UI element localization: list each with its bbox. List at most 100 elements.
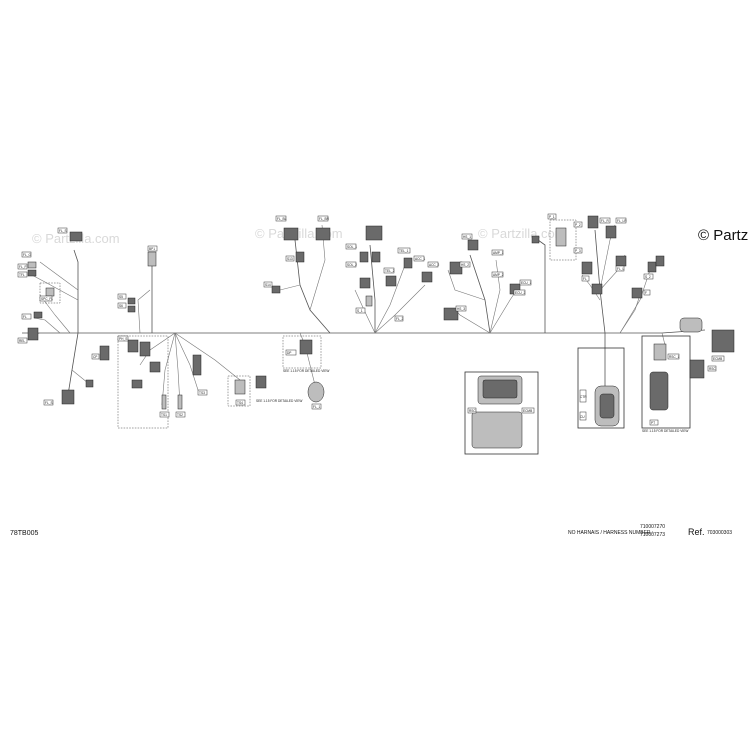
tag-sol-2 xyxy=(345,261,357,268)
tag-dp xyxy=(285,349,297,356)
tag-amp-1-label: AMP_1 xyxy=(493,251,504,255)
connector-rel xyxy=(27,327,39,341)
connector-center-top xyxy=(365,225,383,241)
branch-tel xyxy=(374,264,406,334)
tag-fl-br xyxy=(317,215,329,222)
tag-tel-2 xyxy=(383,267,395,274)
tag-fl-s-label: FL_S xyxy=(59,229,67,233)
connector-s13 xyxy=(295,251,305,263)
center-left-section: BP1 S5 S6 PH_S TS1 TS2 TS3 TS4 SEE 1.15 … xyxy=(117,245,302,429)
tag-s6 xyxy=(117,302,127,309)
connector-rsc-side xyxy=(689,359,705,379)
harness-number-1: 710007270 xyxy=(640,524,665,530)
connector-ctr-face xyxy=(599,393,615,419)
tag-fl-right-label: FL xyxy=(583,277,587,281)
tag-ts3-label: TS3 xyxy=(199,391,205,395)
connector-s2 xyxy=(647,261,657,273)
connector-hs-3 xyxy=(443,307,459,321)
right-section: FL_R FL_LR FL_L FL F S_2 CTR CU RSC_1 PT… xyxy=(577,215,735,433)
connector-s6 xyxy=(127,305,136,313)
tag-fl-l xyxy=(615,265,625,272)
branch-left-6 xyxy=(71,369,89,384)
tag-fl-s-bottom xyxy=(43,399,54,406)
center-right-section: HS_1 HS_2 HS_3 AMP_1 AMP_2 ECU_1 ECU_2 P… xyxy=(443,213,583,455)
tag-amp-1 xyxy=(491,249,504,256)
tag-s13-label: S13 xyxy=(287,257,293,261)
tag-ecmb-right-label: ECMB xyxy=(713,357,722,361)
connector-ecm xyxy=(711,329,735,353)
branch-acc xyxy=(374,284,426,334)
tag-sol-1-label: SOL_1 xyxy=(347,245,357,249)
tag-cu-label: CU xyxy=(580,415,585,419)
tag-hs-2-label: HS_2 xyxy=(461,263,469,267)
tag-acc-2 xyxy=(427,261,439,268)
tag-sol-2-label: SOL_2 xyxy=(347,263,357,267)
detail-box-ts4 xyxy=(227,375,251,407)
tag-fl-br-label: FL_BR xyxy=(319,217,330,221)
tag-ecu-2-label: ECU_2 xyxy=(515,291,526,295)
detail-box-p xyxy=(549,219,577,261)
tag-rel xyxy=(17,337,28,344)
tag-fl-g-label: FL_G xyxy=(23,253,31,257)
connector-tel-2 xyxy=(385,275,397,287)
tag-ts1 xyxy=(159,411,170,418)
tag-fl-bl xyxy=(275,215,287,222)
connector-cp xyxy=(99,345,110,361)
tag-fl-r xyxy=(599,217,611,224)
connector-hs-1 xyxy=(467,239,479,251)
tag-f xyxy=(643,289,651,296)
tag-p-1 xyxy=(547,213,557,220)
tag-fl-1 xyxy=(311,403,322,410)
tag-fl-2 xyxy=(394,315,404,322)
tag-ts4 xyxy=(235,399,246,406)
tag-cu xyxy=(579,411,587,421)
tag-ecu-1-label: ECU_1 xyxy=(521,281,532,285)
center-section: FL_BL FL_BR S13 S14 SOL_1 SOL_2 S_1 TEL_… xyxy=(263,215,440,410)
tag-p-2 xyxy=(573,221,583,228)
note-1: SEE 1.15 FOR DETAILED VIEW xyxy=(256,399,302,403)
tag-rsc-right-label: RSC xyxy=(709,367,716,371)
connector-fl-br xyxy=(315,227,331,241)
tag-fl-s xyxy=(57,227,68,234)
harness-number-2: 710007273 xyxy=(640,532,665,538)
tag-fl-r-label: FL_R xyxy=(601,219,609,223)
connector-ts2 xyxy=(177,394,183,410)
harness-number-label: NO HARNAIS / HARNESS NUMBER : xyxy=(568,530,653,536)
tag-fl-g xyxy=(21,251,32,258)
tag-fl-f xyxy=(17,263,28,270)
tag-fl-f-label: FL_F xyxy=(19,265,26,269)
tag-ecmb-right xyxy=(711,355,725,362)
connector-s5 xyxy=(127,297,136,305)
tag-ts1-label: TS1 xyxy=(161,413,167,417)
tag-ts2 xyxy=(175,411,186,418)
connector-ph-s-3 xyxy=(149,361,161,373)
branch-left-4 xyxy=(29,273,79,301)
tag-s13 xyxy=(285,255,295,262)
branch-fl-r xyxy=(594,229,606,334)
tag-pt-label: PT xyxy=(651,421,655,425)
branch-ts2 xyxy=(174,332,181,406)
connector-fl-l xyxy=(615,255,627,267)
connector-ph-s xyxy=(127,339,139,353)
tag-s-1 xyxy=(355,307,366,314)
detail-box-center-left xyxy=(117,335,169,429)
tag-rsc-label: RSC xyxy=(469,409,476,413)
branch-amp xyxy=(489,259,501,334)
tag-ecu-2 xyxy=(513,289,526,296)
connector-ts4-b xyxy=(255,375,267,389)
tag-pt xyxy=(649,419,659,426)
branch-s2 xyxy=(619,269,651,334)
tag-ph-s-label: PH_S xyxy=(119,337,127,341)
connector-ph-s-2 xyxy=(139,341,151,357)
branch-hs xyxy=(469,254,491,334)
branch-fl-bl xyxy=(294,239,331,334)
connector-ts4 xyxy=(234,379,246,395)
tag-hs-1-label: HS_1 xyxy=(463,235,471,239)
tag-fl-label: FL xyxy=(23,315,27,319)
tag-fl-bl-label: FL_BL xyxy=(277,217,287,221)
tag-s-2 xyxy=(643,273,654,280)
tag-fl-lr-label: FL_LR xyxy=(617,219,627,223)
tag-spc-fl-label: SPC_FL xyxy=(41,297,53,301)
connector-rsc-top xyxy=(653,343,667,361)
